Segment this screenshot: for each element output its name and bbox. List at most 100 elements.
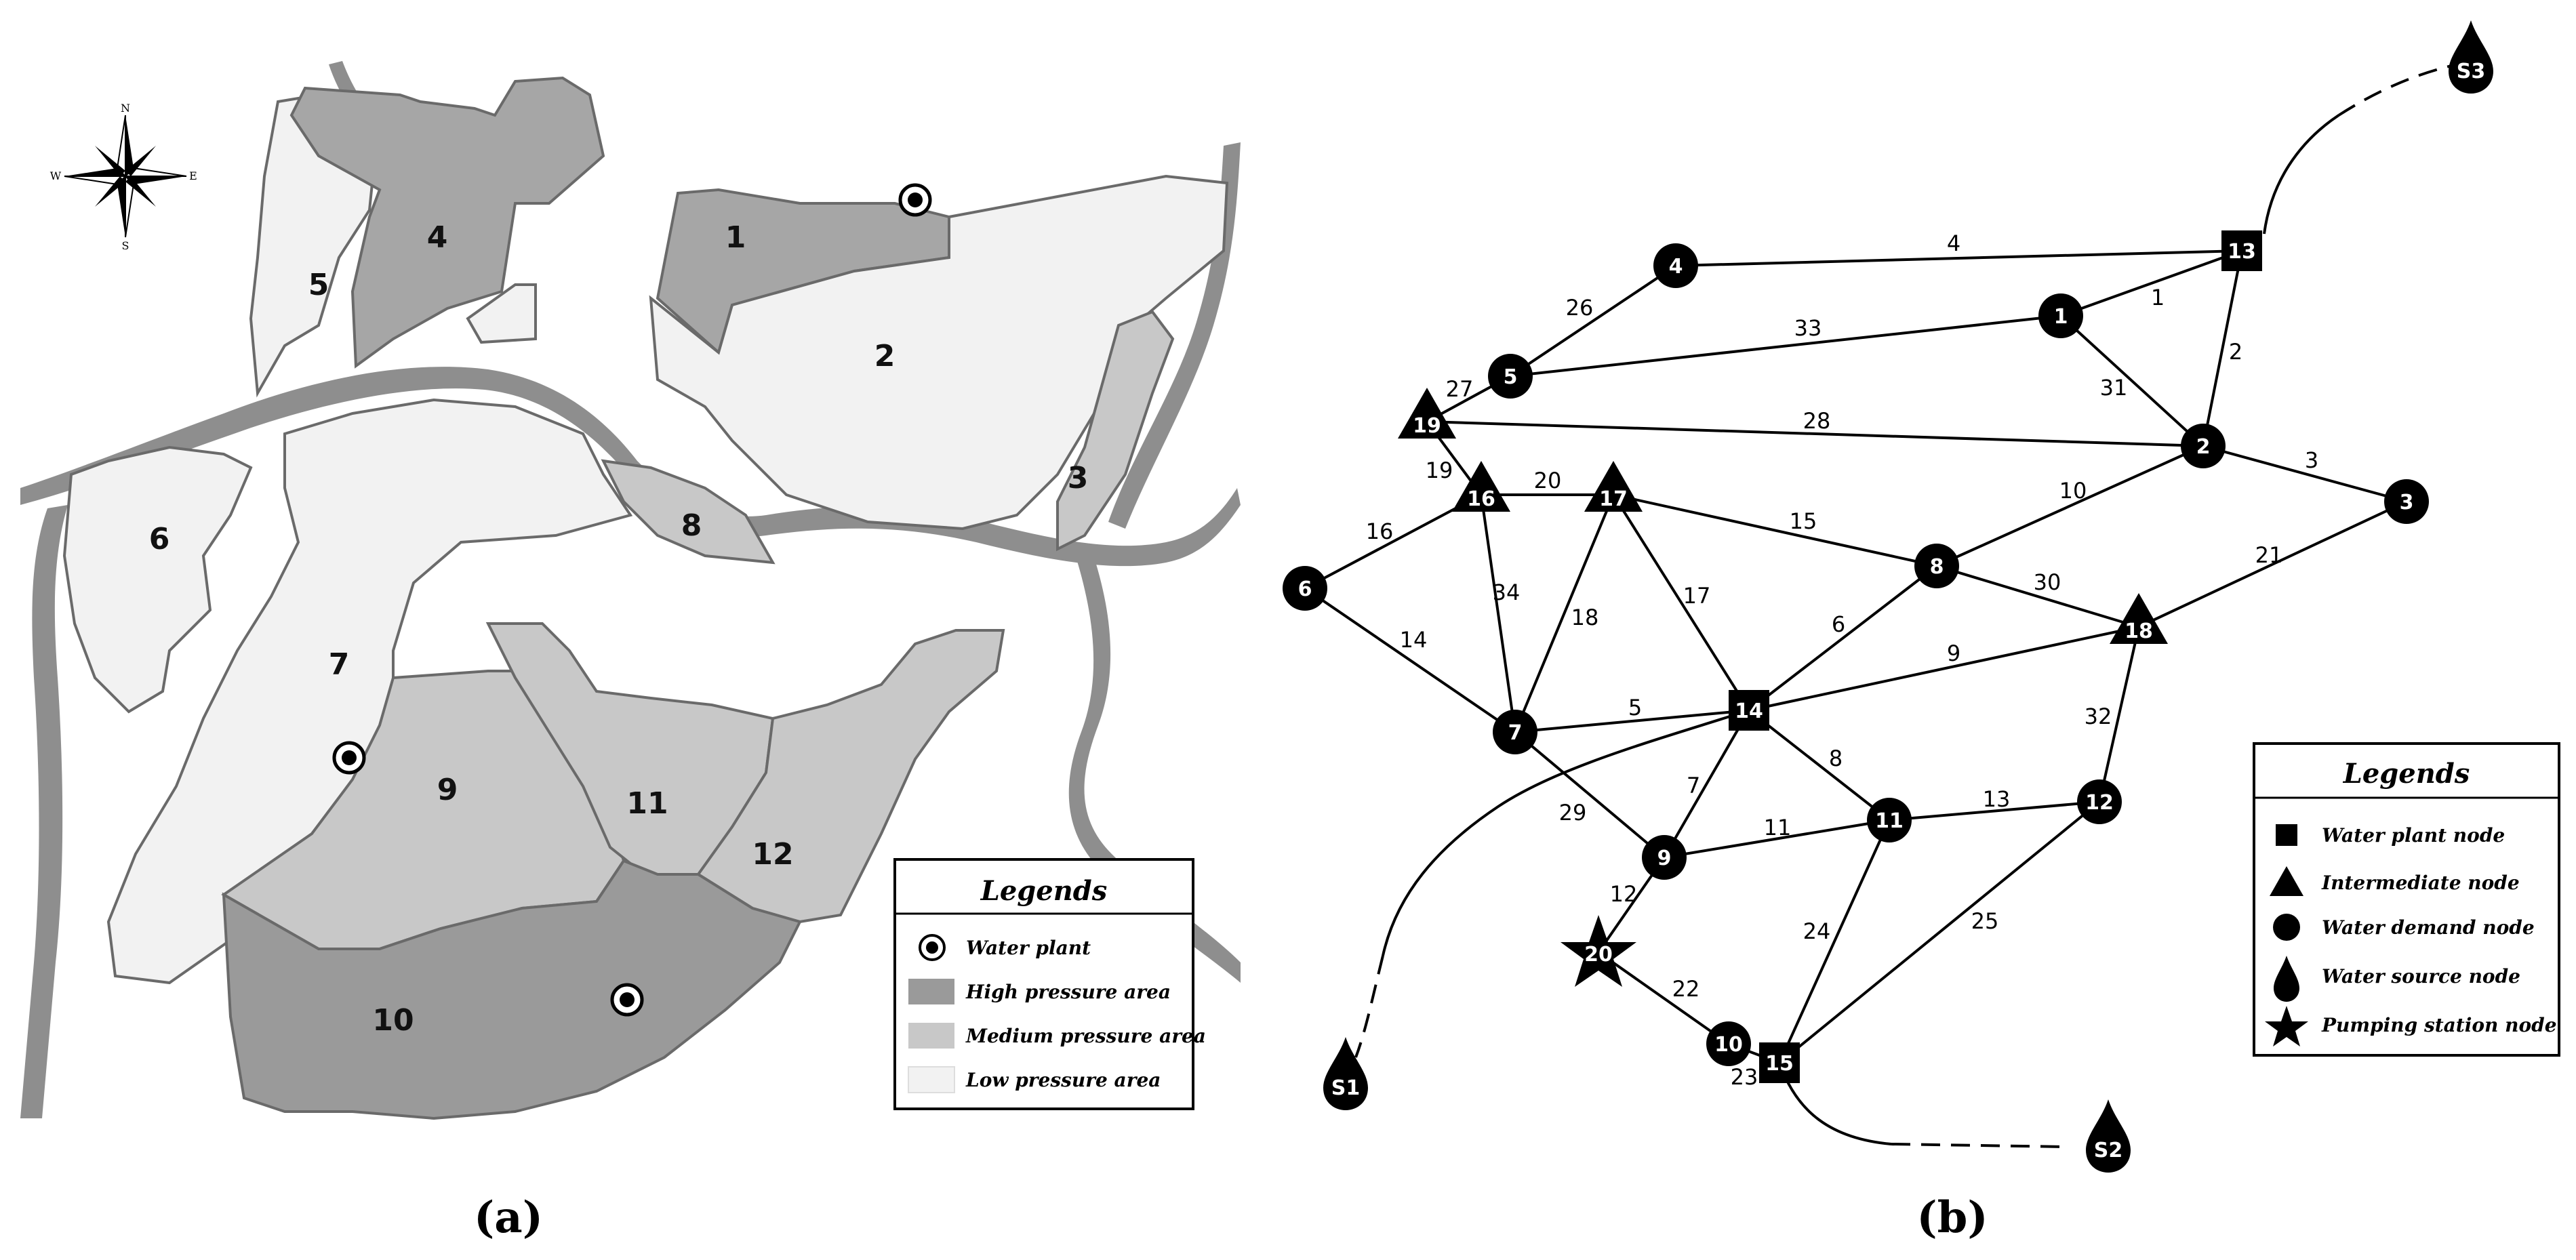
edge-31	[2059, 314, 2205, 447]
node-5-circle-icon	[1488, 354, 1533, 399]
zone-8	[601, 459, 776, 565]
edge-label-18: 18	[1571, 605, 1599, 630]
legend-b-item-pumping: Pumping station node	[2321, 1014, 2557, 1036]
compass-star-icon	[64, 115, 187, 238]
water-plant-icon	[898, 183, 932, 217]
node-label-6: 6	[1298, 577, 1312, 601]
node-label-12: 12	[2085, 791, 2114, 815]
network-nodes	[1283, 20, 2493, 1173]
node-18-triangle-icon	[2110, 593, 2168, 644]
edge-32	[2098, 626, 2140, 802]
edge-label-20: 20	[1534, 468, 1562, 493]
pressure-zones	[62, 76, 1229, 1120]
edge-15	[1613, 493, 1937, 567]
zone-label-1: 1	[725, 220, 746, 255]
node-label-13: 13	[2228, 240, 2256, 264]
zone-4-notch	[466, 283, 537, 344]
zone-label-2: 2	[874, 339, 895, 373]
zone-6	[62, 445, 253, 714]
zone-10	[222, 859, 802, 1120]
node-label-3: 3	[2400, 491, 2414, 514]
edge-26	[1509, 264, 1677, 378]
node-label-7: 7	[1508, 721, 1523, 745]
edge-label-25: 25	[1971, 908, 1999, 934]
edge-24	[1778, 819, 1891, 1063]
zone-label-6: 6	[149, 522, 170, 556]
legend-a-item-water-plant: Water plant	[966, 937, 1091, 959]
legend-b-item-source: Water source node	[2322, 965, 2520, 988]
legend-b-triangle-icon	[2270, 866, 2303, 896]
panel-b-network: 1 2 3 4 5 6 7 8 9 10 11 12 13 14 15 16 1…	[1283, 20, 2560, 1243]
edge-label-13: 13	[1983, 786, 2011, 812]
zone-label-9: 9	[437, 773, 458, 807]
node-label-10: 10	[1714, 1033, 1743, 1057]
legend-a-medium-swatch	[908, 1023, 954, 1049]
legend-b-title: Legends	[2343, 758, 2470, 790]
pipe-s2-dashed	[1891, 1143, 2068, 1148]
compass-w: W	[50, 169, 62, 182]
edge-label-16: 16	[1366, 519, 1394, 544]
edge-9	[1748, 626, 2139, 712]
node-3-circle-icon	[2384, 479, 2429, 524]
node-label-18: 18	[2125, 619, 2153, 643]
edge-label-3: 3	[2305, 447, 2318, 473]
node-19-triangle-icon	[1398, 388, 1456, 439]
pipe-s3	[2263, 114, 2340, 235]
panel-a-map: 1 2 3 4 5 6 7 8 9 10 11 12	[20, 61, 1241, 1243]
edge-label-31: 31	[2100, 375, 2128, 401]
edge-34	[1480, 494, 1516, 733]
legend-a-high-swatch	[908, 979, 954, 1004]
edge-label-7: 7	[1687, 773, 1700, 798]
zone-label-5: 5	[308, 268, 329, 302]
node-15-square-icon	[1759, 1042, 1800, 1083]
zone-12	[696, 629, 1005, 924]
edge-6	[1748, 565, 1938, 712]
pipe-s1-dashed	[1354, 955, 1384, 1058]
edge-label-8: 8	[1829, 746, 1843, 771]
node-label-19: 19	[1413, 414, 1441, 438]
edge-label-15: 15	[1790, 508, 1817, 534]
zone-4	[289, 76, 605, 369]
node-10-circle-icon	[1706, 1021, 1751, 1066]
caption-a: (a)	[474, 1192, 543, 1243]
edge-label-4: 4	[1947, 230, 1960, 256]
edge-13	[1889, 800, 2100, 821]
edge-label-28: 28	[1803, 408, 1831, 434]
compass-n: N	[121, 102, 130, 115]
zone-label-7: 7	[329, 647, 350, 682]
node-label-s3: S3	[2457, 60, 2485, 83]
pipe-s1	[1382, 709, 1750, 956]
edge-2	[2202, 250, 2243, 447]
compass-rose: N S E W	[50, 102, 197, 252]
node-label-8: 8	[1930, 555, 1944, 579]
legend-b-item-water-plant: Water plant node	[2322, 824, 2505, 847]
river-northeast-branch	[1108, 142, 1241, 529]
node-label-9: 9	[1657, 847, 1672, 870]
edge-label-21: 21	[2255, 542, 2283, 568]
source-s3-drop-icon	[2449, 20, 2493, 94]
node-label-4: 4	[1669, 255, 1683, 279]
zone-label-11: 11	[626, 786, 668, 821]
edge-label-17: 17	[1683, 583, 1711, 609]
legend-a-low-swatch	[908, 1066, 955, 1093]
node-16-triangle-icon	[1452, 461, 1510, 512]
edge-label-34: 34	[1493, 580, 1521, 605]
edge-label-19: 19	[1426, 458, 1453, 483]
legend-a-item-medium: Medium pressure area	[965, 1025, 1206, 1047]
edge-label-27: 27	[1446, 376, 1474, 402]
legend-b-square-icon	[2276, 824, 2297, 846]
node-7-circle-icon	[1493, 710, 1537, 754]
node-label-17: 17	[1599, 487, 1628, 511]
node-label-20: 20	[1584, 943, 1613, 967]
edge-label-14: 14	[1400, 627, 1428, 653]
edge-22	[1597, 951, 1730, 1045]
node-label-2: 2	[2196, 435, 2211, 459]
river-west-branch	[20, 505, 68, 1118]
edge-label-1: 1	[2151, 285, 2165, 310]
edge-label-11: 11	[1764, 815, 1792, 840]
node-9-circle-icon	[1642, 835, 1687, 880]
edge-8	[1748, 709, 1891, 821]
node-17-triangle-icon	[1584, 461, 1643, 512]
node-12-circle-icon	[2077, 779, 2122, 824]
